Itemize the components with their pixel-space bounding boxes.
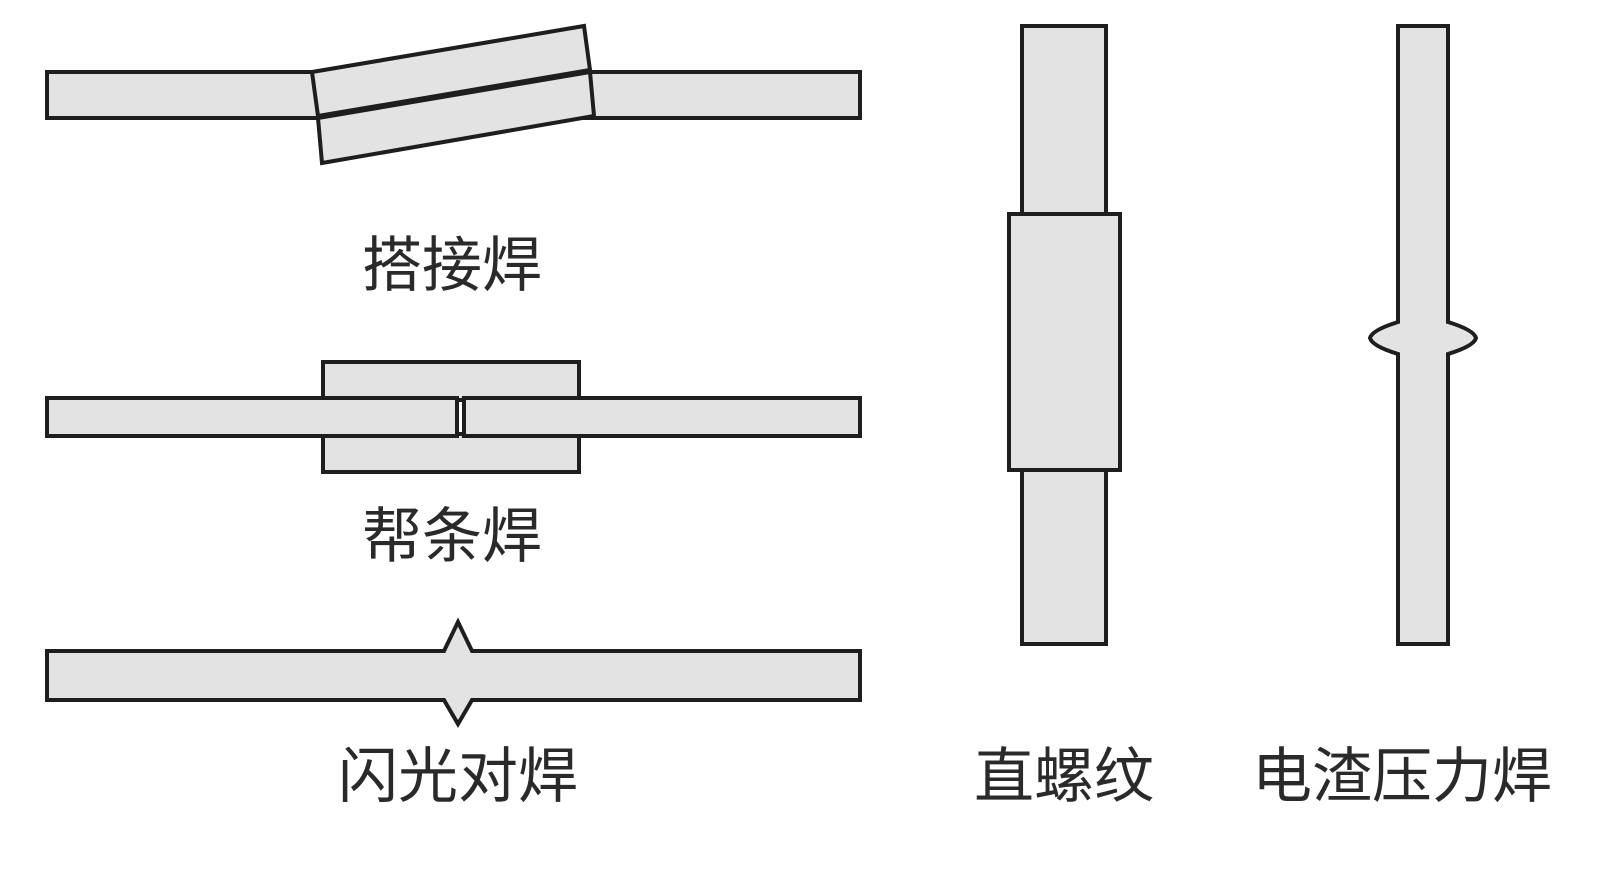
flash-butt-weld-bar xyxy=(45,617,862,728)
lap-weld-label: 搭接焊 xyxy=(362,231,542,301)
straight-thread-label: 直螺纹 xyxy=(974,742,1154,812)
electroslag-weld-figure xyxy=(1367,24,1479,646)
splice-weld-label: 帮条焊 xyxy=(362,502,542,572)
straight-thread-figure xyxy=(1007,24,1122,646)
lap-weld-upper-overlap-bar xyxy=(309,23,593,119)
electroslag-pressure-weld-label: 电渣压力焊 xyxy=(1252,742,1552,812)
electroslag-weld-bar xyxy=(1367,24,1479,646)
straight-thread-lower-bar xyxy=(1020,468,1108,646)
straight-thread-coupler-sleeve xyxy=(1007,212,1122,472)
lap-weld-figure xyxy=(45,23,862,166)
flash-butt-weld-figure xyxy=(45,617,862,728)
splice-weld-top-strap xyxy=(321,360,581,402)
flash-butt-weld-label: 闪光对焊 xyxy=(338,742,578,812)
splice-weld-right-bar xyxy=(462,396,862,438)
lap-weld-left-bar xyxy=(45,70,342,120)
straight-thread-upper-bar xyxy=(1020,24,1108,218)
splice-weld-figure xyxy=(45,360,862,474)
lap-weld-right-bar xyxy=(558,70,862,120)
splice-weld-left-bar xyxy=(45,396,459,438)
splice-weld-bottom-strap xyxy=(321,432,581,474)
